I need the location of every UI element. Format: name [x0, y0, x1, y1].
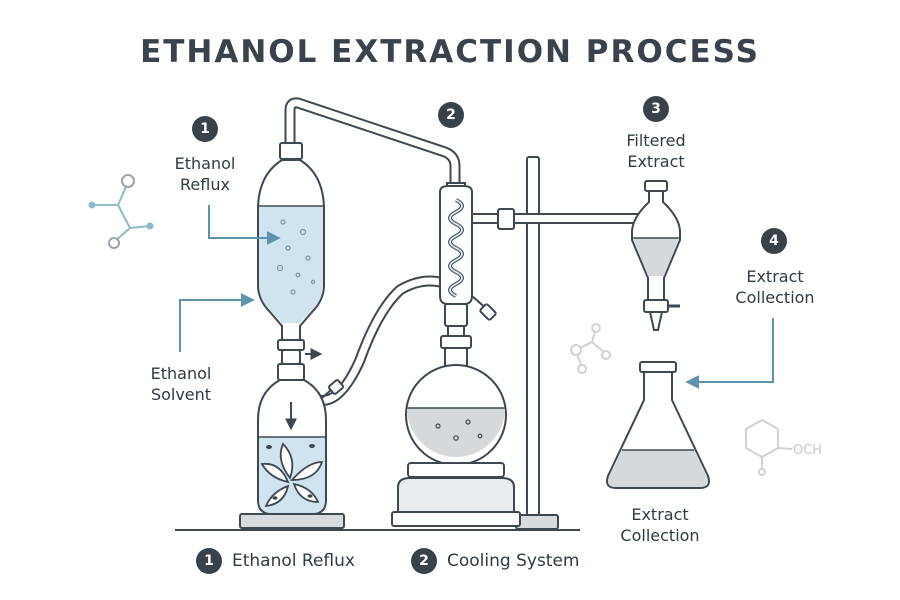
step-badge-1: 1	[192, 116, 218, 142]
step-badge-3: 3	[643, 96, 669, 122]
boiling-flask	[391, 335, 521, 527]
solvent-label: Ethanol Solvent	[131, 363, 231, 405]
step-label-collection-line1: Extract	[746, 267, 804, 286]
step-badge-4: 4	[761, 228, 787, 254]
legend-item-cooling: 2 Cooling System	[411, 548, 579, 574]
collection-flask	[606, 361, 710, 489]
collection-arrow	[685, 318, 774, 389]
step-label-collection: Extract Collection	[725, 266, 825, 308]
legend-text-cooling: Cooling System	[447, 551, 580, 571]
step-badge-2: 2	[438, 102, 464, 128]
reflux-arrow	[208, 205, 281, 245]
legend-text-reflux: Ethanol Reflux	[232, 551, 355, 571]
step-label-filtered-line1: Filtered	[626, 131, 686, 150]
reflux-vessel	[257, 142, 325, 365]
step-label-reflux-line1: Ethanol	[174, 154, 236, 173]
collection-caption-line2: Collection	[620, 526, 700, 545]
step-label-filtered-line2: Extract	[627, 152, 685, 171]
page-title: ETHANOL EXTRACTION PROCESS	[140, 34, 760, 70]
legend-badge-2: 2	[411, 548, 437, 574]
step-label-collection-line2: Collection	[735, 288, 815, 307]
retort-stand	[469, 156, 641, 530]
legend-badge-1: 1	[196, 548, 222, 574]
molecule-icon-right	[745, 418, 793, 476]
extraction-flask	[239, 363, 345, 529]
solvent-label-line2: Solvent	[150, 385, 212, 404]
filter-funnel	[631, 180, 681, 331]
molecule-group-label: OCH	[793, 443, 822, 458]
step-label-reflux-line2: Reflux	[180, 175, 230, 194]
legend-item-reflux: 1 Ethanol Reflux	[196, 548, 355, 574]
collection-caption: Extract Collection	[610, 504, 710, 546]
step-label-reflux: Ethanol Reflux	[155, 153, 255, 195]
molecule-icon-mid	[570, 323, 611, 374]
condenser	[439, 182, 497, 337]
molecule-icon-left	[88, 174, 154, 249]
solvent-arrow	[179, 293, 255, 352]
collection-caption-line1: Extract	[631, 505, 689, 524]
solvent-label-line1: Ethanol	[150, 364, 212, 383]
step-label-filtered: Filtered Extract	[610, 130, 702, 172]
